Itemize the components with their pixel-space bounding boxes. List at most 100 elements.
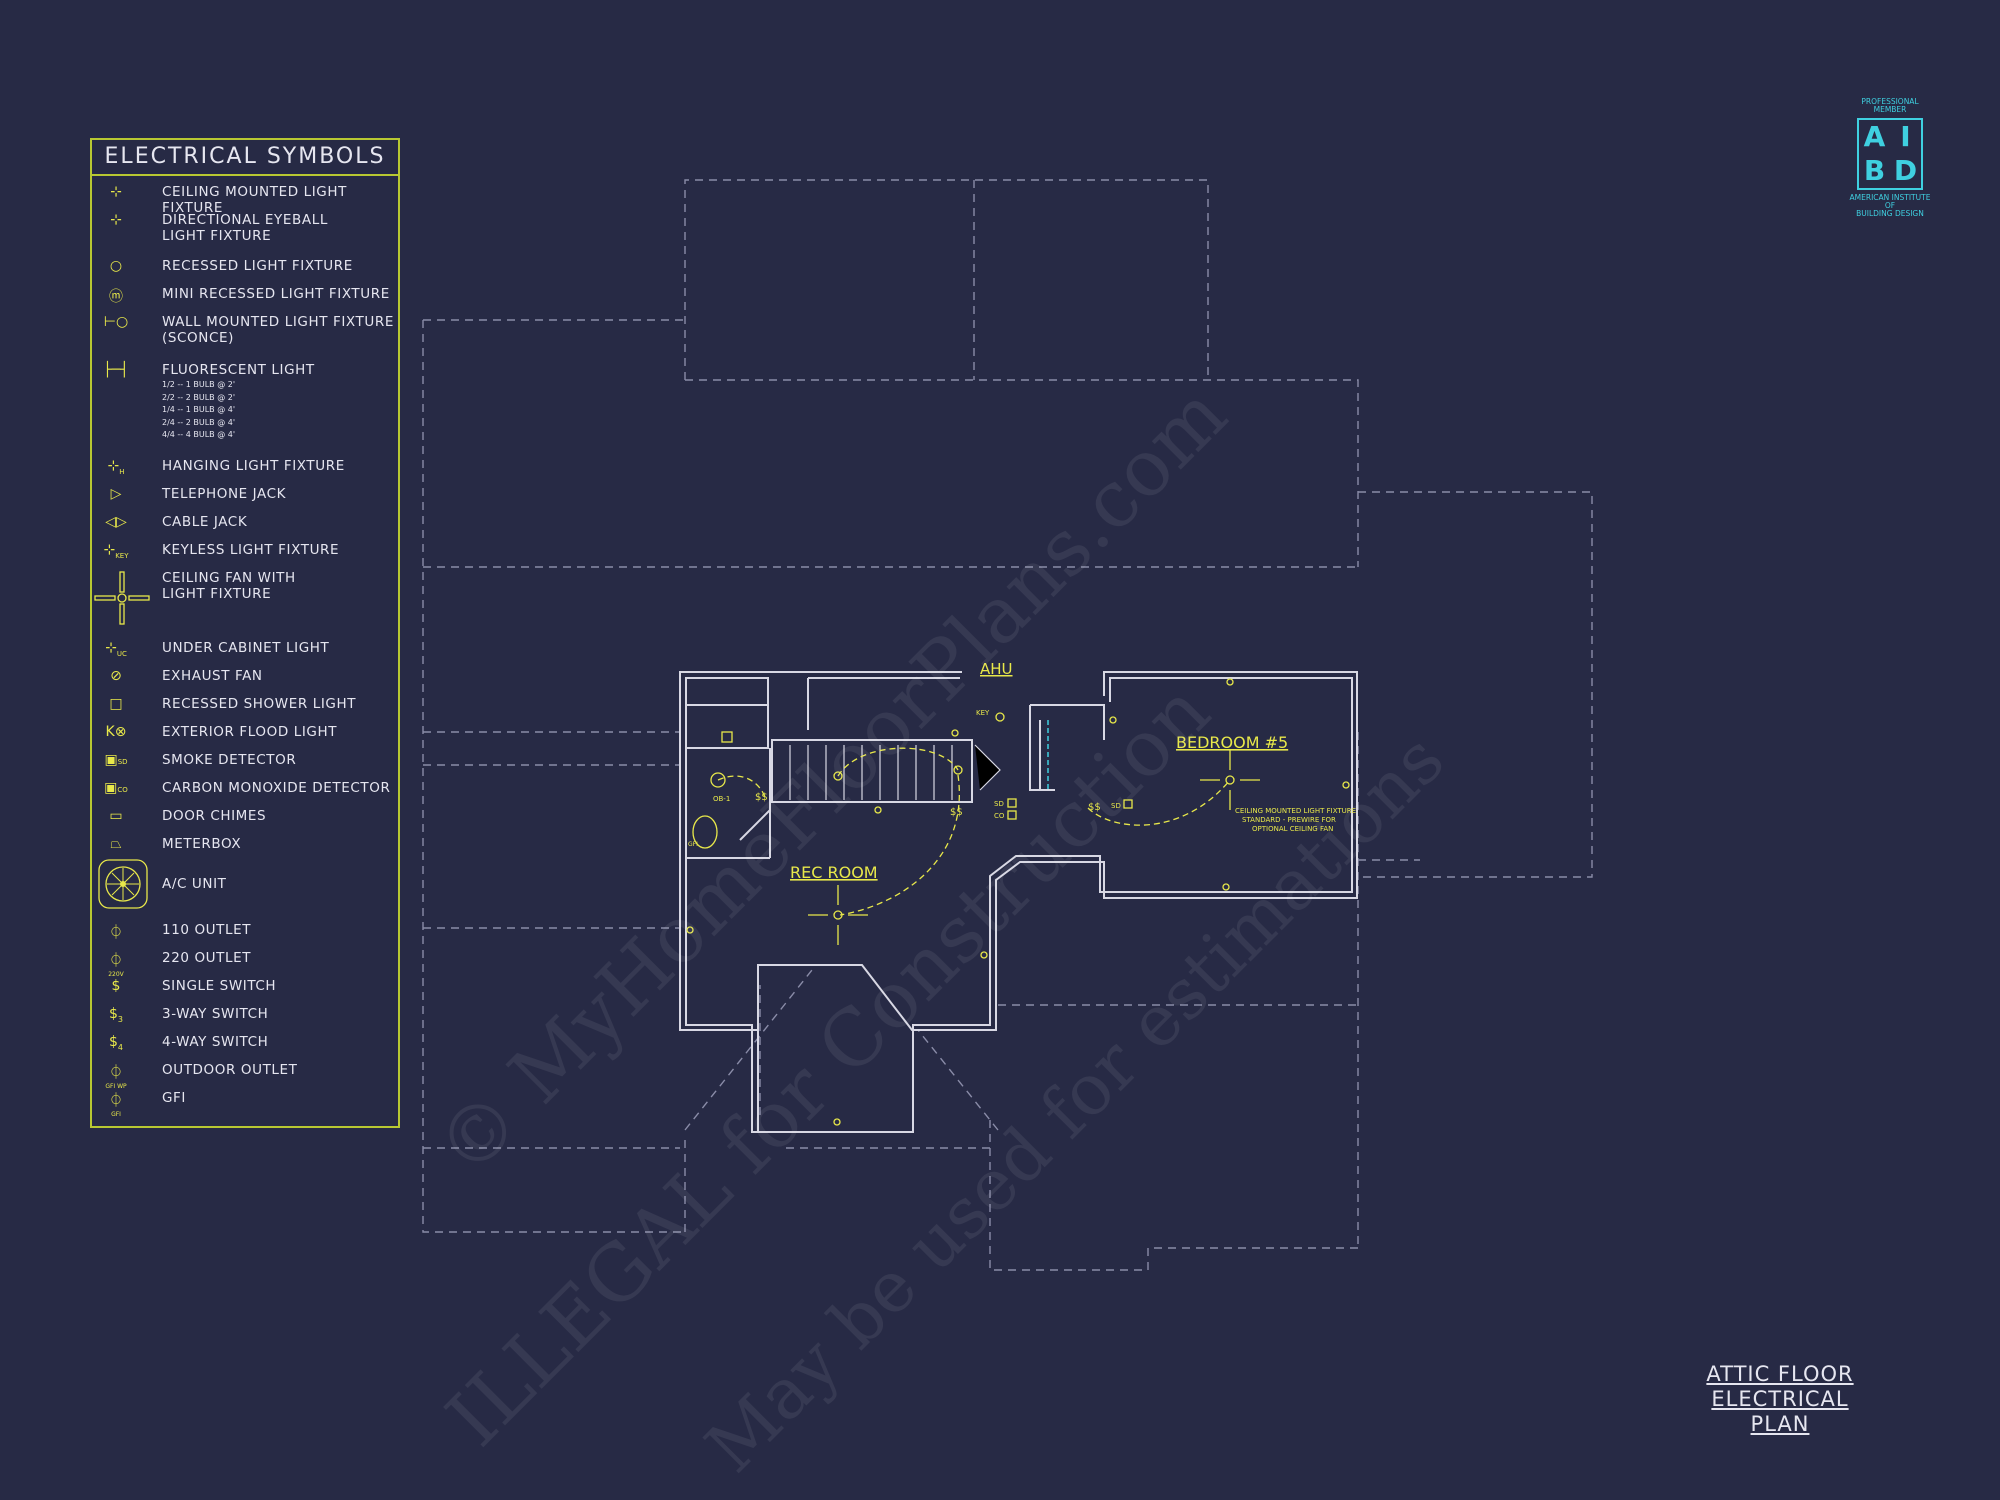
legend-label: TELEPHONE JACK — [162, 486, 287, 502]
fixtures — [686, 678, 1350, 1126]
switch-tag: $$ — [950, 807, 963, 818]
ahu-label: AHU — [980, 660, 1013, 678]
single-switch-symbol-icon: $ — [111, 978, 121, 994]
outlet-icon — [833, 1118, 841, 1126]
outdoor-outlet-symbol-icon: ⏀GFI WP — [105, 1065, 127, 1090]
legend-label: DIRECTIONAL EYEBALL LIGHT FIXTURE — [162, 212, 328, 244]
legend-label: CABLE JACK — [162, 514, 248, 530]
legend-label: SINGLE SWITCH — [162, 978, 277, 994]
legend-label: GFI — [162, 1090, 187, 1106]
electrical-symbols-legend: ELECTRICAL SYMBOLS ⊹ CEILING MOUNTED LIG… — [90, 138, 400, 1128]
smoke-detector-symbol-icon: ▣SD — [104, 752, 128, 768]
legend-label: 3-WAY SWITCH — [162, 1006, 269, 1022]
keyless-light-icon — [995, 712, 1005, 722]
cable-jack-icon — [1222, 883, 1230, 891]
legend-label: MINI RECESSED LIGHT FIXTURE — [162, 286, 390, 302]
legend-label: 220 OUTLET — [162, 950, 252, 966]
smoke-detector-icon — [1123, 799, 1133, 809]
bedroom-ceiling-light-icon — [1200, 750, 1260, 810]
co-detector-symbol-icon: ▣CO — [104, 780, 128, 796]
3-way-switch-symbol-icon: $3 — [108, 1006, 123, 1024]
outlet-icon — [1342, 781, 1350, 789]
hanging-light-symbol-icon: ⊹H — [107, 458, 125, 476]
co-detector-icon — [1007, 810, 1017, 820]
legend-label: RECESSED SHOWER LIGHT — [162, 696, 357, 712]
stair-treads — [789, 744, 1001, 800]
legend-label: RECESSED LIGHT FIXTURE — [162, 258, 353, 274]
shower-light-symbol-icon: □ — [109, 696, 123, 712]
keyless-light-symbol-icon: ⊹KEY — [103, 542, 129, 560]
legend-label: DOOR CHIMES — [162, 808, 267, 824]
recessed-light-symbol-icon: ○ — [109, 258, 123, 274]
eyeball-light-symbol-icon: ⊹ — [110, 212, 122, 228]
toilet-icon — [710, 772, 726, 788]
bedroom-fixture-note: CEILING MOUNTED LIGHT FIXTURE STANDARD -… — [1235, 807, 1358, 833]
bedroom-label: BEDROOM #5 — [1176, 733, 1288, 752]
110-outlet-symbol-icon: ⏀ — [109, 925, 123, 941]
gfi-tag: GFI — [688, 841, 698, 848]
cable-jack-icon — [874, 806, 882, 814]
ac-unit-symbol-icon — [96, 858, 150, 914]
mini-recessed-symbol-icon: ⓜ — [109, 289, 123, 305]
fluorescent-symbol-icon: ├─┤ — [103, 362, 129, 378]
badge-bottom-text: AMERICAN INSTITUTE OF BUILDING DESIGN — [1849, 193, 1931, 218]
outlet-icon — [1226, 678, 1234, 686]
title-line-2: ELECTRICAL PLAN — [1711, 1387, 1849, 1436]
220-outlet-symbol-icon: ⏀220V — [108, 953, 124, 978]
legend-label: OUTDOOR OUTLET — [162, 1062, 298, 1078]
sd-tag: SD — [994, 800, 1004, 808]
switch-tag: $$ — [1088, 802, 1101, 813]
legend-label: SMOKE DETECTOR — [162, 752, 297, 768]
shower-light-icon — [721, 731, 733, 743]
walls — [679, 671, 1358, 1133]
rec-room-ceiling-fan-icon — [808, 885, 868, 945]
plan-labels: AHU REC ROOM BEDROOM #5 KEY SD CO SD OB-… — [688, 660, 1358, 882]
under-cabinet-light-symbol-icon: ⊹UC — [105, 640, 127, 658]
legend-label: HANGING LIGHT FIXTURE — [162, 458, 345, 474]
legend-label: CEILING MOUNTED LIGHT FIXTURE — [162, 184, 347, 216]
sconce-symbol-icon: ⊢○ — [103, 314, 129, 330]
ceiling-fan-symbol-icon — [92, 570, 152, 630]
switch-tag: $$ — [755, 792, 768, 803]
door-chimes-symbol-icon: ▭ — [109, 808, 123, 824]
meterbox-symbol-icon: ⏢ — [110, 836, 122, 852]
outlet-icon — [951, 729, 959, 737]
ob-tag: OB-1 — [713, 795, 730, 803]
cable-jack-symbol-icon: ◁▷ — [105, 514, 127, 530]
fluorescent-bulb-list: 1/2 -- 1 BULB @ 2' 2/2 -- 2 BULB @ 2' 1/… — [162, 380, 236, 439]
telephone-jack-symbol-icon: ▷ — [110, 486, 122, 502]
legend-label: EXHAUST FAN — [162, 668, 263, 684]
sink-icon — [692, 815, 718, 849]
legend-label: UNDER CABINET LIGHT — [162, 640, 330, 656]
stair-light-icon — [833, 771, 843, 781]
ceiling-light-symbol-icon: ⊹ — [110, 184, 122, 200]
title-line-1: ATTIC FLOOR — [1706, 1362, 1854, 1386]
circuit-lines — [717, 747, 1231, 916]
legend-label: 4-WAY SWITCH — [162, 1034, 269, 1050]
legend-label: A/C UNIT — [162, 876, 227, 892]
legend-label: 110 OUTLET — [162, 922, 252, 938]
gfi-symbol-icon: ⏀GFI — [109, 1093, 123, 1118]
co-tag: CO — [994, 812, 1005, 820]
exhaust-fan-symbol-icon: ⊘ — [110, 668, 122, 684]
4-way-switch-symbol-icon: $4 — [108, 1034, 123, 1052]
stair-top-light-icon — [953, 765, 963, 775]
legend-label: KEYLESS LIGHT FIXTURE — [162, 542, 340, 558]
outlet-icon — [980, 951, 988, 959]
key-tag: KEY — [976, 709, 990, 717]
roof-outline-dashed — [422, 179, 1593, 1271]
badge-top-text: PROFESSIONAL MEMBER — [1861, 97, 1919, 114]
outlet-icon — [686, 926, 694, 934]
outlet-icon — [1109, 716, 1117, 724]
legend-label: METERBOX — [162, 836, 242, 852]
legend-title: ELECTRICAL SYMBOLS — [92, 140, 398, 176]
drawing-title: ATTIC FLOOR ELECTRICAL PLAN — [1680, 1362, 1880, 1437]
flood-light-symbol-icon: K⊗ — [105, 724, 127, 740]
legend-label: FLUORESCENT LIGHT — [162, 362, 315, 378]
legend-label: WALL MOUNTED LIGHT FIXTURE (SCONCE) — [162, 314, 394, 346]
legend-label: CARBON MONOXIDE DETECTOR — [162, 780, 391, 796]
rec-room-label: REC ROOM — [790, 863, 878, 882]
legend-label: EXTERIOR FLOOD LIGHT — [162, 724, 338, 740]
